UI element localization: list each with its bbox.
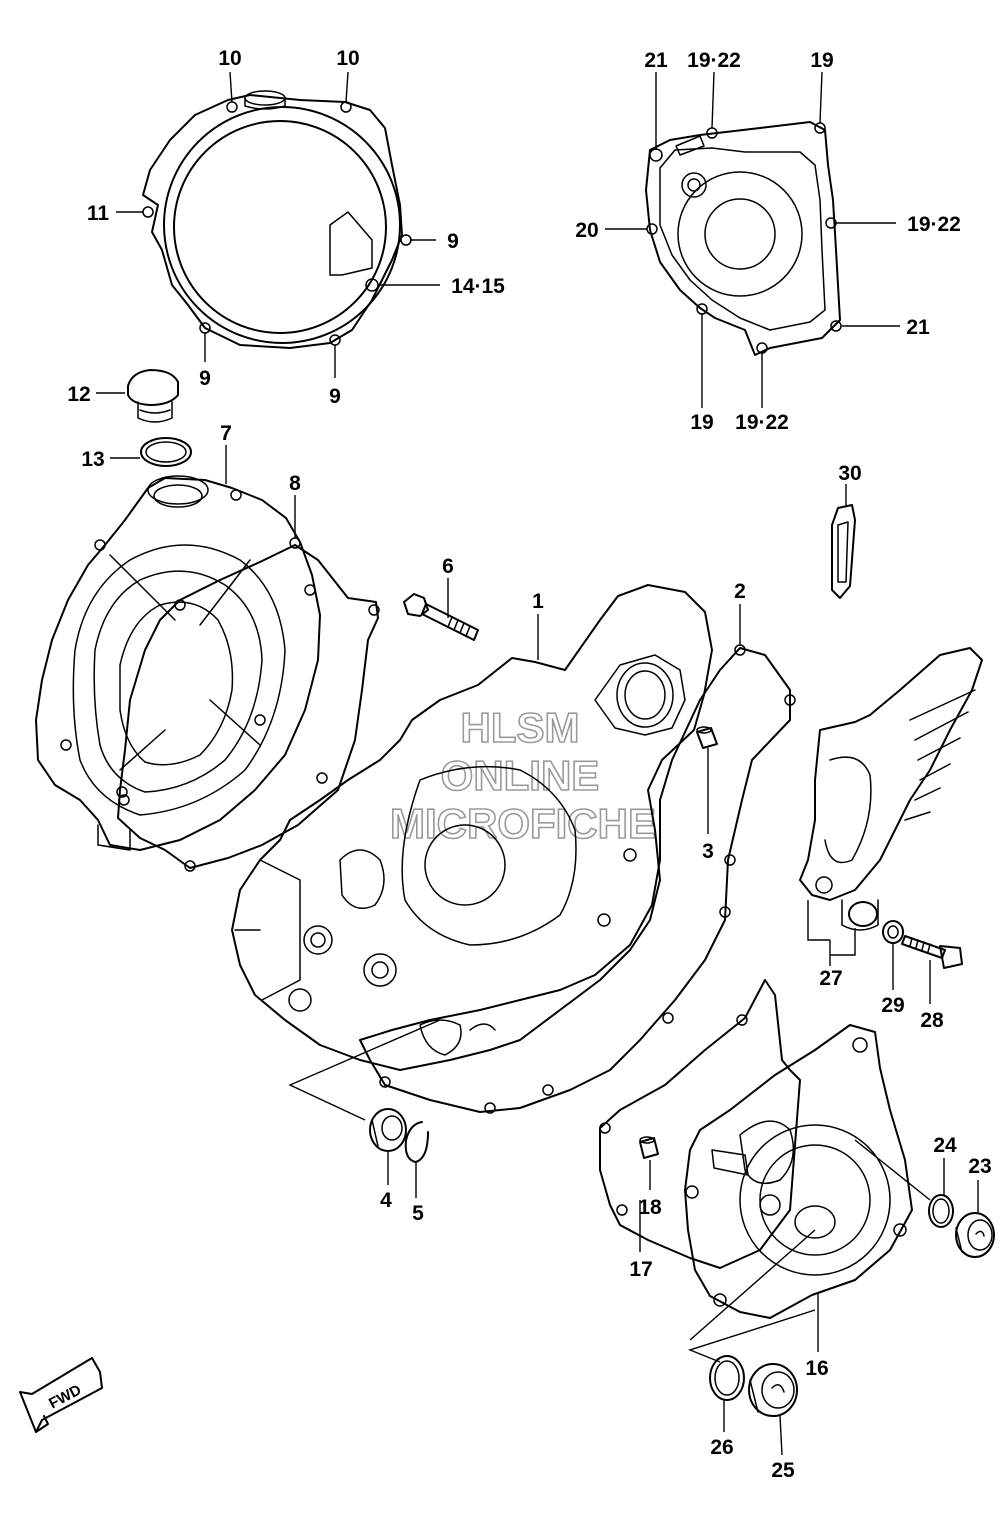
callout-23: 23 [968,1155,991,1178]
fwd-arrow-icon: FWD [19,1357,103,1433]
callout-24: 24 [933,1134,957,1157]
callout-8: 8 [289,472,301,495]
callout-9-right: 9 [447,230,459,253]
callout-18: 18 [638,1196,662,1219]
callout-13: 13 [81,448,104,471]
watermark: HLSM ONLINE MICROFICHE [389,703,657,848]
callout-labels: 10 10 11 9 14·15 9 9 12 13 7 8 6 1 2 3 2… [67,47,991,1482]
oil-seal-4 [369,1108,407,1152]
sprocket-cover [799,504,983,969]
clutch-cover-gasket [117,537,380,872]
callout-21-right: 21 [906,316,930,339]
callout-7: 7 [220,422,232,445]
clutch-cover-body [35,475,321,851]
crankcase-gasket [359,644,796,1114]
watermark-line3: MICROFICHE [390,800,656,847]
callout-9-bottom-right: 9 [329,385,341,408]
plug-25 [748,1363,798,1417]
clutch-cover-outer [142,90,412,349]
o-ring-26 [709,1355,745,1401]
magneto-cover-top [645,121,842,356]
callout-11: 11 [87,202,110,225]
callout-26: 26 [710,1436,733,1459]
callout-12: 12 [67,383,90,406]
callout-10-left: 10 [218,47,241,70]
callout-14-15: 14·15 [451,275,505,298]
callout-30: 30 [838,462,861,485]
callout-16: 16 [805,1357,828,1380]
callout-3: 3 [702,840,714,863]
circlip-5 [404,1121,429,1163]
magneto-gasket [599,979,801,1269]
callout-27: 27 [819,967,842,990]
callout-19-22-right: 19·22 [907,213,961,236]
callout-19-bottom: 19 [690,411,713,434]
watermark-line2: ONLINE [441,752,600,799]
callout-4: 4 [380,1189,392,1212]
plug-23 [955,1212,995,1258]
crankcase [231,584,713,1071]
oil-filler-cap [127,369,192,467]
callout-5: 5 [412,1202,424,1225]
callout-29: 29 [881,994,904,1017]
callout-20: 20 [575,219,598,242]
magneto-cover [684,1024,913,1319]
callout-19-top: 19 [810,49,833,72]
watermark-line1: HLSM [461,704,580,751]
bolt-6 [403,593,479,641]
callout-21-top: 21 [644,49,668,72]
callout-2: 2 [734,580,746,603]
dowel-pin-18 [639,1136,659,1159]
o-ring-24 [928,1194,954,1228]
leader-lines [96,71,979,1456]
callout-1: 1 [532,590,544,613]
callout-28: 28 [920,1009,944,1032]
callout-19-22-top: 19·22 [687,49,741,72]
callout-25: 25 [771,1459,795,1482]
callout-19-22-bottom: 19·22 [735,411,789,434]
callout-17: 17 [629,1258,652,1281]
dowel-pin-3 [696,726,718,749]
callout-10-right: 10 [336,47,359,70]
callout-9-bottom-left: 9 [199,367,211,390]
callout-6: 6 [442,555,454,578]
